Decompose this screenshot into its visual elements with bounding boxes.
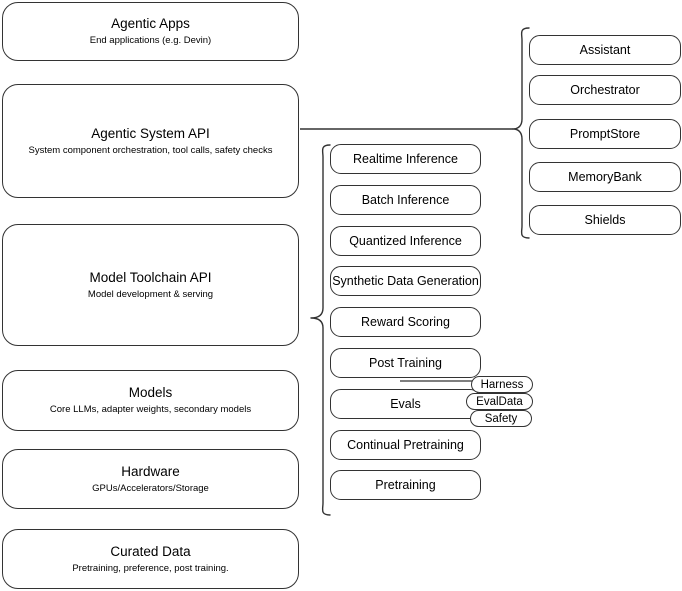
layer-subtitle: GPUs/Accelerators/Storage — [92, 482, 209, 494]
layer-box-agentic-system-api[interactable]: Agentic System API System component orch… — [2, 84, 299, 198]
system-chip-shields[interactable]: Shields — [529, 205, 681, 235]
toolchain-chip-quantized-inference[interactable]: Quantized Inference — [330, 226, 481, 256]
layer-title: Model Toolchain API — [89, 269, 212, 285]
toolchain-chip-synthetic-data-generation[interactable]: Synthetic Data Generation — [330, 266, 481, 296]
toolchain-chip-continual-pretraining[interactable]: Continual Pretraining — [330, 430, 481, 460]
system-chip-assistant[interactable]: Assistant — [529, 35, 681, 65]
layer-box-curated-data[interactable]: Curated Data Pretraining, preference, po… — [2, 529, 299, 589]
layer-subtitle: Model development & serving — [87, 288, 214, 300]
layer-title: Curated Data — [110, 543, 191, 559]
evals-pill-evaldata[interactable]: EvalData — [466, 393, 533, 410]
toolchain-chip-pretraining[interactable]: Pretraining — [330, 470, 481, 500]
layer-title: Agentic System API — [91, 125, 210, 141]
layer-box-model-toolchain-api[interactable]: Model Toolchain API Model development & … — [2, 224, 299, 346]
layer-title: Hardware — [121, 463, 180, 479]
layer-subtitle: Core LLMs, adapter weights, secondary mo… — [49, 404, 252, 415]
layer-subtitle: Pretraining, preference, post training. — [72, 562, 229, 574]
evals-pill-safety[interactable]: Safety — [470, 410, 532, 427]
layer-box-hardware[interactable]: Hardware GPUs/Accelerators/Storage — [2, 449, 299, 509]
toolchain-chip-evals[interactable]: Evals — [330, 389, 481, 419]
layer-title: Models — [128, 385, 173, 400]
system-chip-promptstore[interactable]: PromptStore — [529, 119, 681, 149]
evals-pill-harness[interactable]: Harness — [471, 376, 533, 393]
layer-box-agentic-apps[interactable]: Agentic Apps End applications (e.g. Devi… — [2, 2, 299, 61]
layer-subtitle: End applications (e.g. Devin) — [89, 35, 212, 46]
toolchain-chip-batch-inference[interactable]: Batch Inference — [330, 185, 481, 215]
layer-title: Agentic Apps — [111, 16, 190, 31]
toolchain-chip-reward-scoring[interactable]: Reward Scoring — [330, 307, 481, 337]
toolchain-chip-post-training[interactable]: Post Training — [330, 348, 481, 378]
system-chip-memorybank[interactable]: MemoryBank — [529, 162, 681, 192]
toolchain-chip-realtime-inference[interactable]: Realtime Inference — [330, 144, 481, 174]
layer-box-models[interactable]: Models Core LLMs, adapter weights, secon… — [2, 370, 299, 431]
layer-subtitle: System component orchestration, tool cal… — [28, 144, 273, 156]
system-chip-orchestrator[interactable]: Orchestrator — [529, 75, 681, 105]
